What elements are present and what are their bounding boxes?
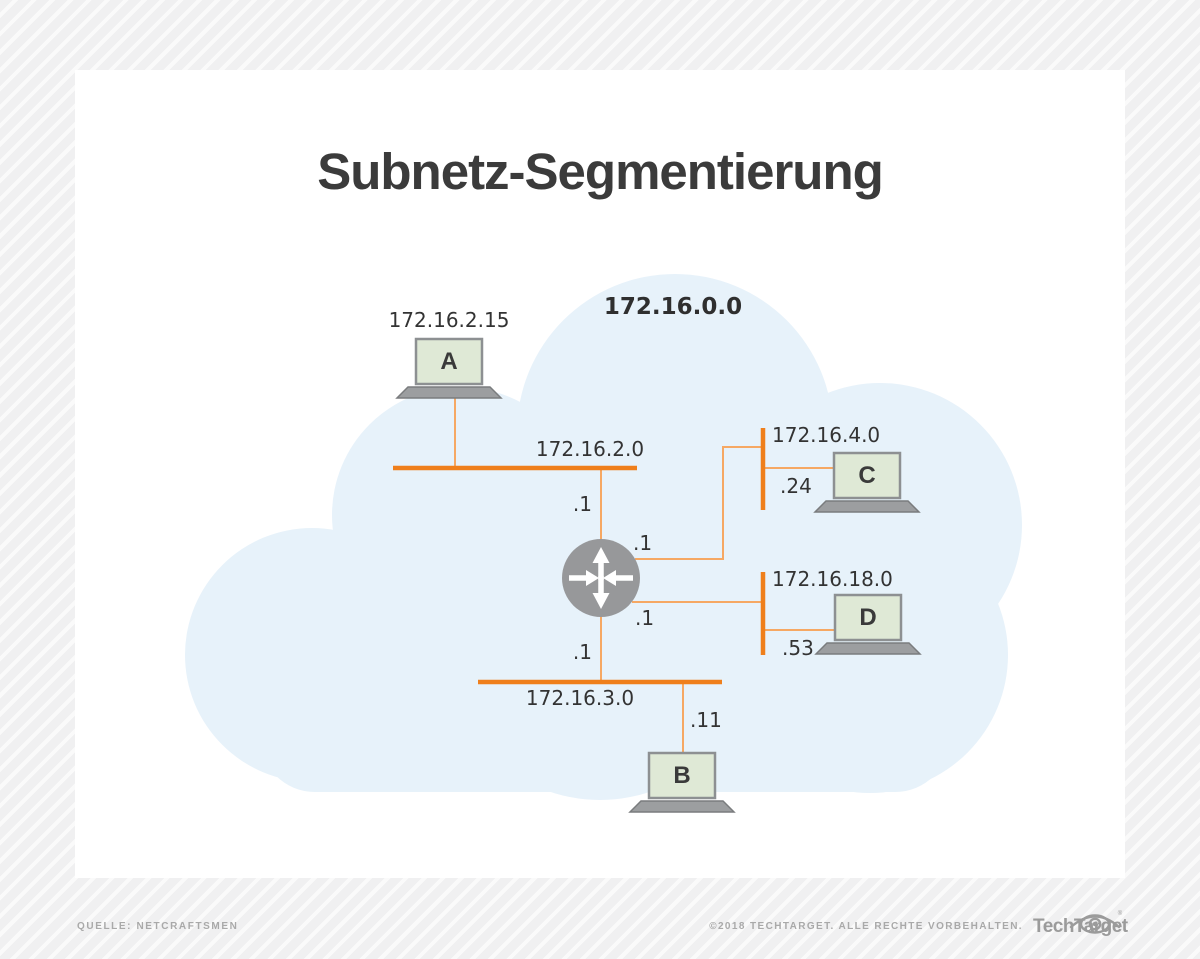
link-router-net4 [635, 446, 761, 560]
subnet-net2-label: 172.16.2.0 [535, 437, 645, 461]
infographic-card: Subnetz-Segmentierung [75, 70, 1125, 878]
techtarget-logo: TechTarget ® [1033, 910, 1128, 950]
copyright-text: ©2018 TECHTARGET. ALLE RECHTE VORBEHALTE… [709, 921, 1023, 932]
subnet-net3-label: 172.16.3.0 [525, 686, 635, 710]
router-if-net3: .1 [572, 640, 592, 664]
host-b-address: .11 [690, 708, 722, 732]
host-a-ip: 172.16.2.15 [388, 308, 510, 332]
svg-text:®: ® [1118, 910, 1123, 917]
diagram-canvas [185, 274, 1022, 813]
host-d-address: .53 [782, 636, 814, 660]
laptop-d-icon [814, 593, 922, 655]
router-if-net18: .1 [635, 606, 655, 630]
host-b-label: B [673, 761, 691, 789]
network-diagram: A B C D 172.16.2.15 172.16.0.0 172.16.2.… [75, 70, 1125, 878]
cloud-network-label: 172.16.0.0 [603, 294, 743, 320]
source-credit: QUELLE: NETCRAFTSMEN [77, 921, 239, 932]
router-icon [562, 539, 640, 617]
access-links [454, 398, 835, 753]
footer: QUELLE: NETCRAFTSMEN ©2018 TECHTARGET. A… [77, 910, 1128, 950]
subnet-net4-label: 172.16.4.0 [772, 423, 881, 447]
router-if-net2: .1 [572, 492, 592, 516]
cloud-shape [185, 274, 1022, 800]
subnet-net18-label: 172.16.18.0 [772, 567, 893, 591]
laptop-c-icon [813, 451, 921, 513]
host-c-address: .24 [780, 474, 812, 498]
host-d-label: D [859, 603, 877, 631]
page-title: Subnetz-Segmentierung [317, 143, 884, 200]
host-c-label: C [858, 461, 876, 489]
router-if-net4: .1 [633, 531, 653, 555]
footer-right: ©2018 TECHTARGET. ALLE RECHTE VORBEHALTE… [709, 910, 1128, 950]
techtarget-eye-icon: ® [1069, 910, 1123, 934]
laptop-b-icon [628, 751, 736, 813]
subnet-segments [393, 428, 766, 685]
laptop-a-icon [395, 337, 503, 399]
host-a-label: A [440, 347, 458, 375]
